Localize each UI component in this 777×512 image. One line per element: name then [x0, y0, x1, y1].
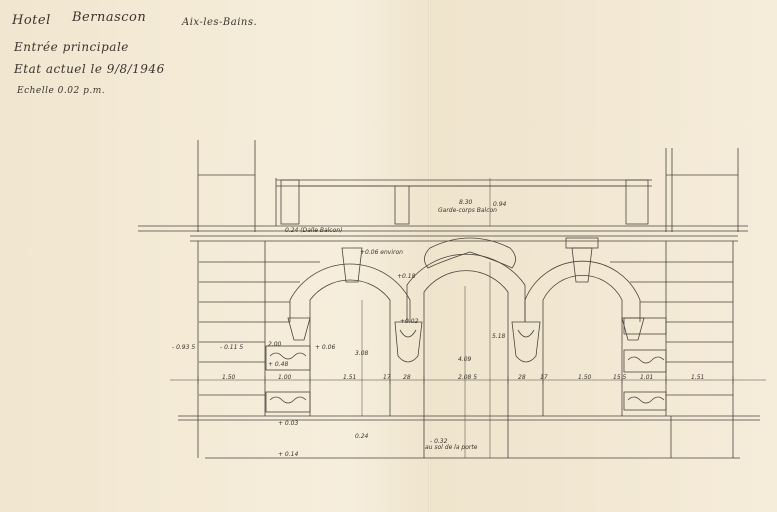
label-span-6: 2.08 5: [458, 374, 477, 381]
scale-label: Echelle 0.02 p.m.: [17, 86, 106, 96]
paper-fold: [428, 0, 431, 512]
label-left-dim-b: - 0.11 5: [220, 344, 243, 351]
label-span-12: 1.51: [691, 374, 704, 381]
title-hotel: Hotel: [12, 13, 51, 28]
label-left-dim-d: + 0.06: [315, 344, 335, 351]
label-center-total: 5.18: [492, 333, 506, 340]
label-ground-note: au sol de la porte: [425, 444, 478, 451]
label-span-11: 1.01: [640, 374, 653, 381]
label-left-dim-a: - 0.93 5: [172, 344, 195, 351]
label-height-total: 8.30: [459, 199, 473, 206]
label-span-2: 1.00: [278, 374, 292, 381]
label-span-1: 1.50: [222, 374, 236, 381]
label-span-3: 1.51: [343, 374, 356, 381]
label-keystone: +0.18: [397, 273, 416, 280]
label-ground: - 0.32: [430, 438, 448, 445]
label-guardrail: Garde-corps Balcon: [438, 207, 497, 214]
title-city: Aix-les-Bains.: [182, 17, 258, 28]
label-span-8: 17: [540, 374, 548, 381]
label-left-dim-e: + 0.48: [268, 361, 288, 368]
title-name: Bernascon: [72, 10, 147, 25]
label-balcony-top: 0.24 (Dalle Balcon): [285, 227, 342, 234]
label-span-7: 28: [518, 374, 526, 381]
label-span-10: 15 5: [613, 374, 627, 381]
label-span-5: 28: [403, 374, 411, 381]
label-span-9: 1.50: [578, 374, 592, 381]
label-arch-center-height: 4.09: [458, 356, 472, 363]
state-label: Etat actuel le 9/8/1946: [14, 62, 165, 76]
label-above-arch: +0.06 environ: [360, 249, 403, 256]
subject-label: Entrée principale: [14, 40, 129, 54]
label-arch-left-height: 3.08: [355, 350, 369, 357]
label-base-a: + 0.03: [278, 420, 298, 427]
label-base-b: + 0.14: [278, 451, 298, 458]
label-height-small: 0.94: [493, 201, 507, 208]
label-left-dim-c: 2.00: [268, 341, 282, 348]
label-span-4: 17: [383, 374, 391, 381]
label-pier-top: +0.02: [400, 318, 419, 325]
label-base-c: 0.24: [355, 433, 369, 440]
